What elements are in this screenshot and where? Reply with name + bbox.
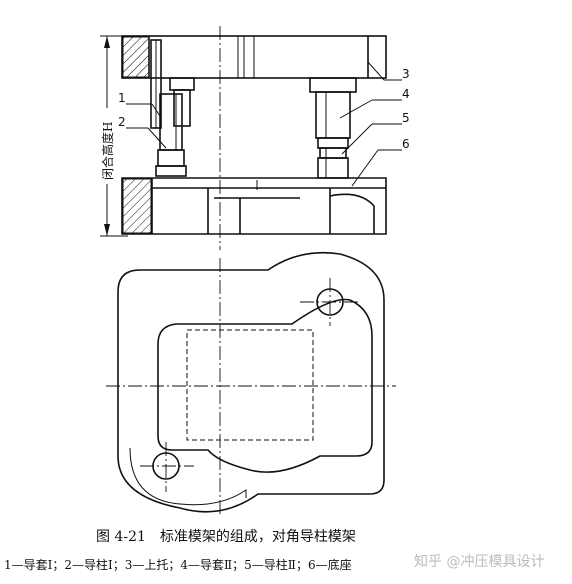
top-plan-view bbox=[106, 251, 396, 516]
part-label-5: 5 bbox=[402, 111, 410, 125]
right-guide-post bbox=[317, 137, 349, 179]
figure-number: 图 4-21 bbox=[96, 529, 146, 545]
part-leaders bbox=[126, 61, 402, 187]
figure-caption: 图 4-21 标准模架的组成，对角导柱模架 bbox=[96, 526, 356, 546]
part-label-2: 2 bbox=[118, 115, 126, 129]
part-label-6: 6 bbox=[402, 137, 410, 151]
part-label-1: 1 bbox=[118, 91, 126, 105]
closed-height-label: 闭合高度H bbox=[100, 122, 115, 180]
parts-legend: 1—导套Ⅰ；2—导柱Ⅰ；3—上托；4—导套Ⅱ；5—导柱Ⅱ；6—底座 bbox=[4, 558, 352, 572]
front-section-view: 闭合高度H bbox=[96, 26, 410, 250]
plan-outline bbox=[117, 251, 385, 513]
left-guide-bushing bbox=[150, 39, 195, 129]
plan-inner-contour bbox=[157, 298, 373, 473]
figure-title: 标准模架的组成，对角导柱模架 bbox=[159, 529, 356, 545]
die-set-drawing: 闭合高度H bbox=[96, 26, 410, 516]
right-guide-bushing bbox=[309, 77, 357, 139]
upper-die-shoe bbox=[121, 35, 387, 79]
watermark: 知乎 @冲压模具设计 bbox=[414, 554, 545, 570]
lower-die-shoe bbox=[121, 177, 387, 235]
left-guide-post bbox=[155, 93, 187, 177]
part-label-4: 4 bbox=[402, 87, 410, 101]
work-area-hidden-outline bbox=[186, 329, 314, 441]
part-label-3: 3 bbox=[402, 67, 410, 81]
closed-height-dimension: 闭合高度H bbox=[96, 35, 128, 237]
